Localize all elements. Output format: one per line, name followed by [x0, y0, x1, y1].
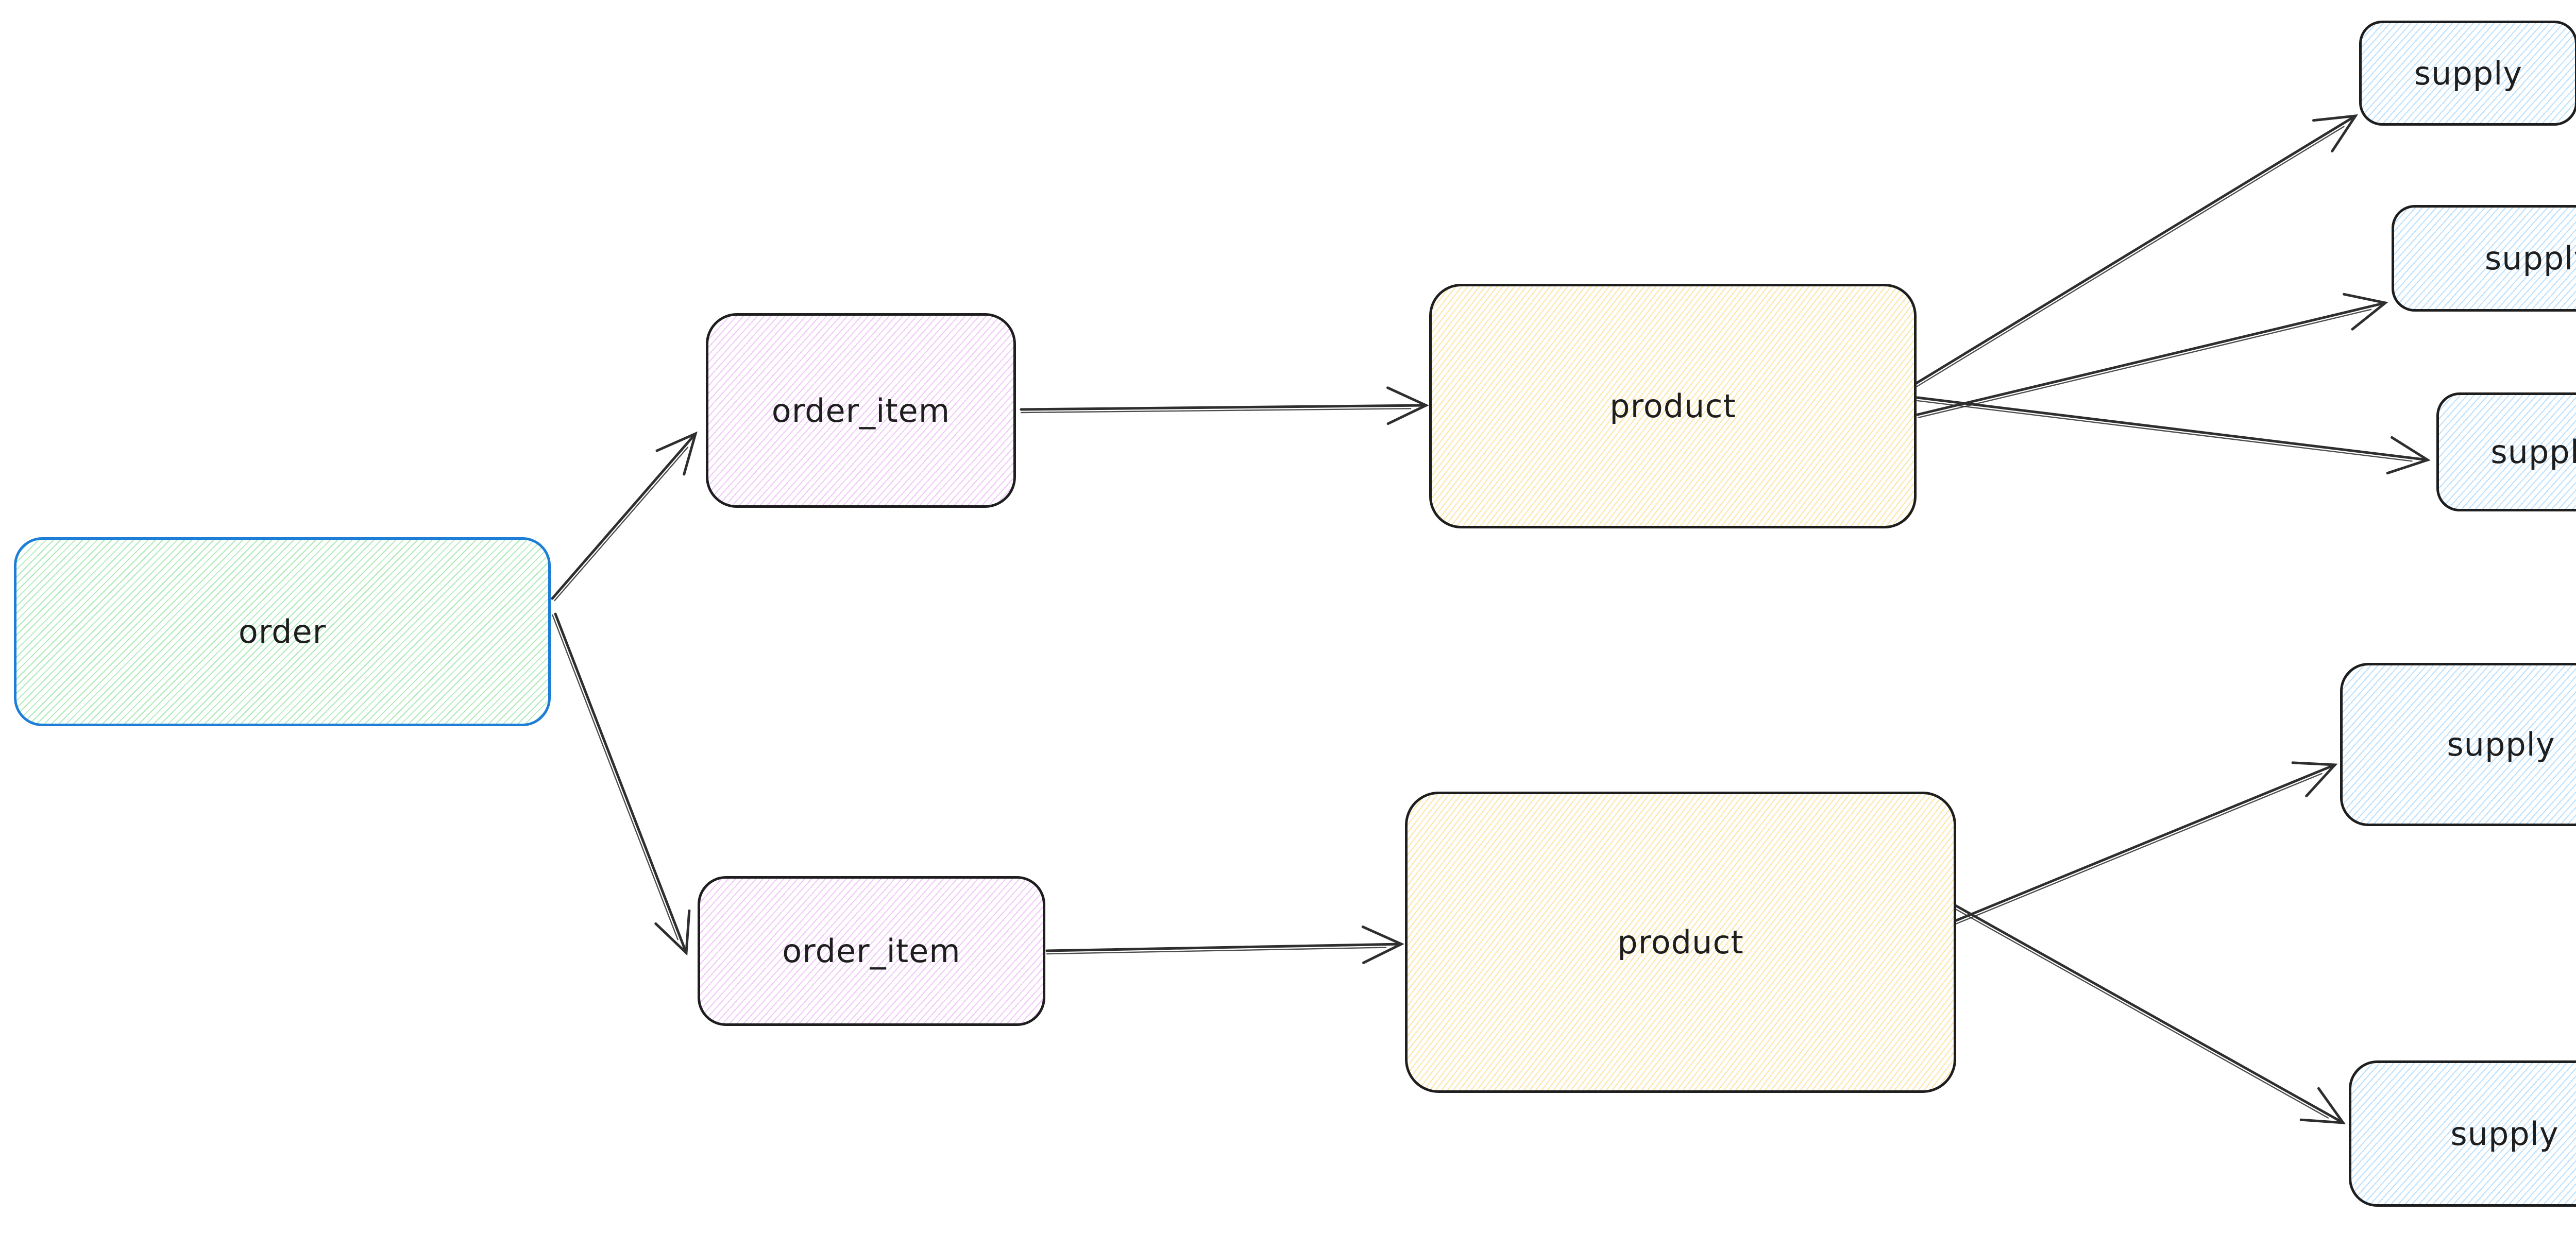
node-supply-top-3-label: supply — [2490, 433, 2576, 471]
arrow-product_top-to-supply_top_1[interactable] — [1914, 114, 2359, 387]
node-order-item-top[interactable]: order_item — [706, 313, 1016, 508]
node-supply-top-2[interactable]: supply — [2392, 205, 2576, 312]
node-order-item-top-label: order_item — [771, 391, 951, 430]
node-product-bottom-label: product — [1617, 923, 1744, 961]
arrow-order-to-order_item_bottom[interactable] — [552, 612, 691, 956]
node-product-bottom[interactable]: product — [1405, 792, 1956, 1093]
arrow-order_item_top-to-product_top[interactable] — [1020, 386, 1429, 425]
node-supply-bottom-1[interactable]: supply — [2340, 663, 2576, 826]
node-supply-top-2-label: supply — [2484, 239, 2576, 277]
node-order-label: order — [238, 613, 327, 650]
node-supply-bottom-1-label: supply — [2447, 726, 2555, 763]
node-supply-top-3[interactable]: supply — [2436, 392, 2576, 511]
arrow-order-to-order_item_top[interactable] — [551, 431, 698, 602]
node-product-top-label: product — [1609, 387, 1736, 425]
node-order[interactable]: order — [14, 537, 551, 726]
node-supply-top-1-label: supply — [2414, 54, 2523, 92]
node-order-item-bottom[interactable]: order_item — [698, 876, 1045, 1026]
arrow-order_item_bottom-to-product_bottom[interactable] — [1045, 925, 1404, 964]
node-supply-bottom-2[interactable]: supply — [2349, 1060, 2576, 1207]
node-supply-top-1[interactable]: supply — [2359, 21, 2576, 126]
node-supply-bottom-2-label: supply — [2450, 1115, 2559, 1153]
arrow-product_bottom-to-supply_bottom_2[interactable] — [1950, 902, 2346, 1124]
arrow-product_top-to-supply_top_2[interactable] — [1916, 293, 2388, 419]
node-order-item-bottom-label: order_item — [782, 932, 961, 970]
arrow-product_top-to-supply_top_3[interactable] — [1916, 396, 2431, 475]
arrow-product_bottom-to-supply_bottom_1[interactable] — [1951, 761, 2338, 926]
node-product-top[interactable]: product — [1429, 284, 1917, 528]
